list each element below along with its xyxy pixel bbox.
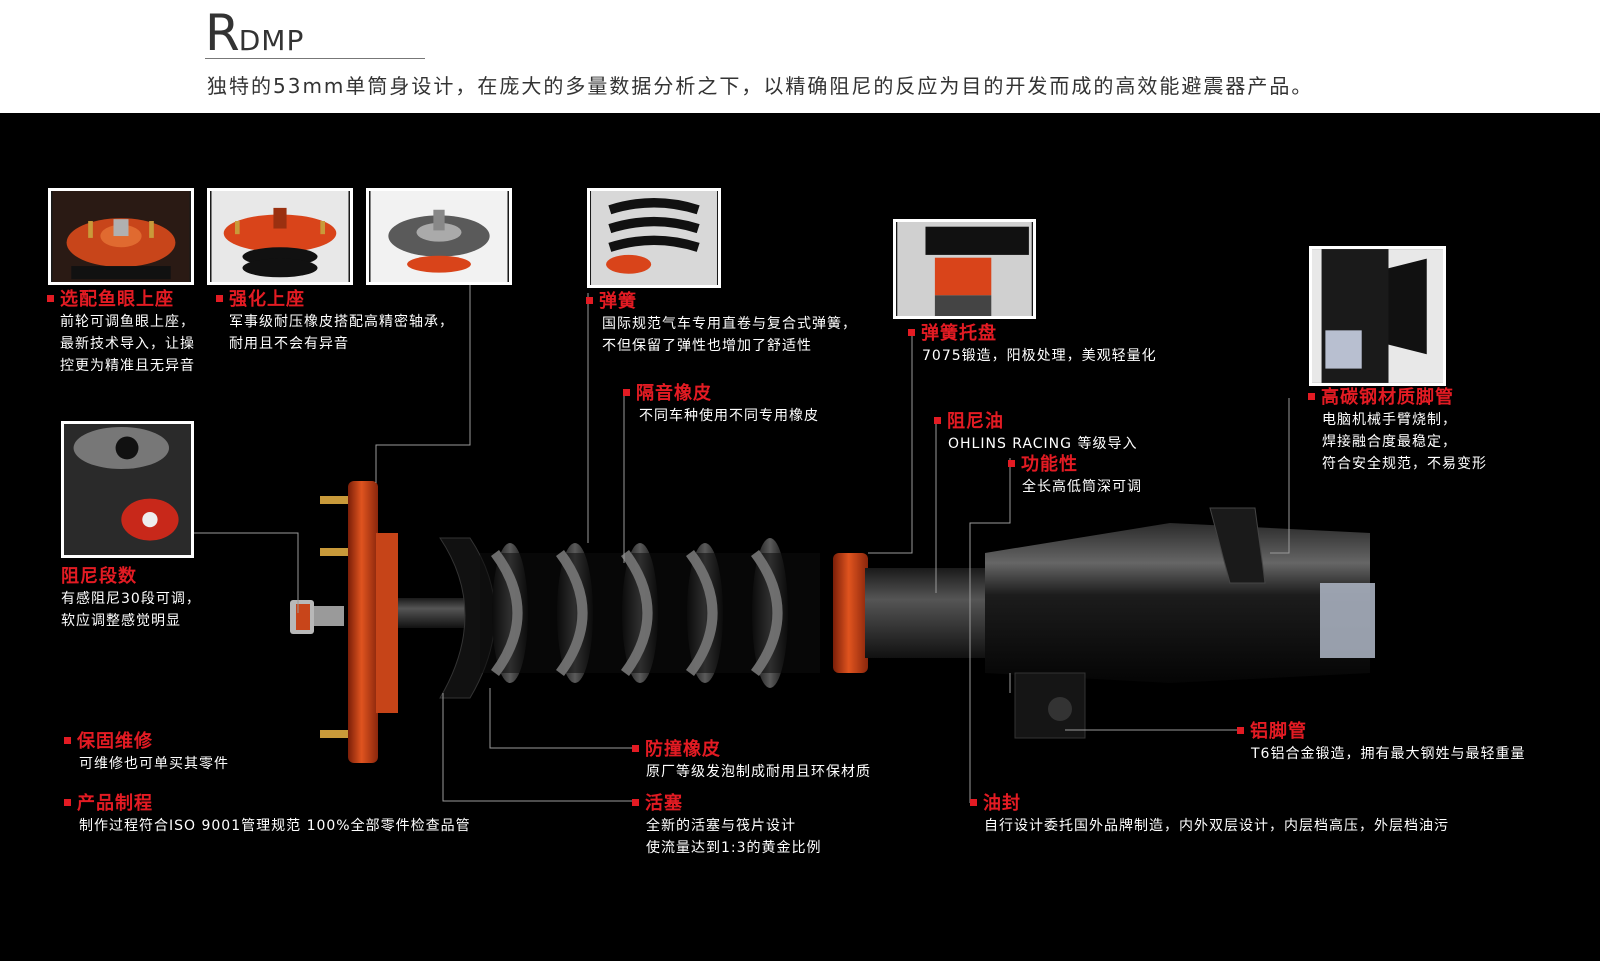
feature-title: 高碳钢材质脚管 [1321,387,1454,408]
photo-fisheye-mount [48,188,194,285]
feature-process: 产品制程 制作过程符合ISO 9001管理规范 100%全部零件检查品管 [64,789,471,837]
feature-title: 铝脚管 [1250,721,1307,742]
photo-spring [587,188,721,288]
feature-desc-1: 全新的活塞与筏片设计 [646,818,796,834]
fisheye-mount-icon [52,191,190,282]
brand-underline [205,58,425,59]
feature-isolator: 隔音橡皮 不同车种使用不同专用橡皮 [623,379,819,427]
feature-desc-3: 控更为精准且无异音 [60,358,195,374]
feature-title: 阻尼段数 [61,566,137,587]
coilover-illustration [290,481,1375,763]
feature-desc-1: 制作过程符合ISO 9001管理规范 100%全部零件检查品管 [79,818,471,834]
feature-desc-1: 国际规范气车专用直卷与复合式弹簧， [602,316,857,332]
feature-desc-2: 焊接融合度最稳定， [1322,434,1457,450]
feature-title: 功能性 [1021,454,1078,475]
feature-desc-1: 电脑机械手臂烧制， [1322,412,1457,428]
photo-spring-seat [893,219,1036,319]
feature-piston: 活塞 全新的活塞与筏片设计 使流量达到1:3的黄金比例 [632,789,822,859]
feature-title: 产品制程 [77,793,153,814]
photo-reinforced-mount [207,188,353,285]
feature-desc-1: 全长高低筒深可调 [1022,479,1142,495]
feature-desc-1: 军事级耐压橡皮搭配高精密轴承， [229,314,454,330]
brand-initial: R [205,4,240,62]
feature-desc-1: 可维修也可单买其零件 [79,756,229,772]
product-stage: 选配鱼眼上座 前轮可调鱼眼上座， 最新技术导入，让操 控更为精准且无异音 强化上… [0,113,1600,961]
feature-title: 防撞橡皮 [645,739,721,760]
feature-desc-2: 不但保留了弹性也增加了舒适性 [602,338,812,354]
feature-bump-rubber: 防撞橡皮 原厂等级发泡制成耐用且环保材质 [632,735,871,783]
photo-damping-adjuster [61,421,194,558]
feature-desc-1: 有感阻尼30段可调， [61,591,201,607]
leader-lines [191,283,1290,803]
feature-desc-1: 7075锻造，阳极处理，美观轻量化 [922,348,1157,364]
feature-desc-2: 使流量达到1:3的黄金比例 [646,840,822,856]
feature-desc-2: 软应调整感觉明显 [61,613,181,629]
feature-title: 隔音橡皮 [636,383,712,404]
feature-aluminum-tube: 铝脚管 T6铝合金锻造，拥有最大钢姓与最轻重量 [1237,717,1525,765]
feature-title: 强化上座 [229,289,305,310]
brand-rest: DMP [238,24,305,57]
feature-title: 保固维修 [77,731,153,752]
feature-damper-oil: 阻尼油 OHLINS RACING 等级导入 [934,407,1137,455]
top-plate-icon [370,191,508,282]
spring-icon [591,191,717,285]
damping-adjuster-icon [64,424,191,555]
photo-top-plate [366,188,512,285]
feature-spring-seat: 弹簧托盘 7075锻造，阳极处理，美观轻量化 [908,319,1157,367]
header: RDMP 独特的53mm单筒身设计，在庞大的多量数据分析之下，以精确阻尼的反应为… [0,0,1600,113]
feature-spring: 弹簧 国际规范气车专用直卷与复合式弹簧， 不但保留了弹性也增加了舒适性 [586,287,857,357]
feature-high-carbon-tube: 高碳钢材质脚管 电脑机械手臂烧制， 焊接融合度最稳定， 符合安全规范，不易变形 [1308,383,1487,475]
steel-tube-icon [1312,249,1443,383]
feature-functionality: 功能性 全长高低筒深可调 [1008,450,1142,498]
feature-desc-3: 符合安全规范，不易变形 [1322,456,1487,472]
feature-warranty: 保固维修 可维修也可单买其零件 [64,727,229,775]
photo-carbon-steel-tube [1309,246,1446,386]
feature-title: 活塞 [645,793,683,814]
feature-reinforced-mount: 强化上座 军事级耐压橡皮搭配高精密轴承， 耐用且不会有异音 [216,285,454,355]
feature-desc-2: 耐用且不会有异音 [229,336,349,352]
feature-desc-1: 自行设计委托国外品牌制造，内外双层设计，内层档高压，外层档油污 [984,818,1449,834]
feature-desc-1: 前轮可调鱼眼上座， [60,314,195,330]
feature-desc-1: 原厂等级发泡制成耐用且环保材质 [646,764,871,780]
feature-title: 阻尼油 [947,411,1004,432]
tagline: 独特的53mm单筒身设计，在庞大的多量数据分析之下，以精确阻尼的反应为目的开发而… [207,74,1314,98]
brand-logo: RDMP [205,4,304,62]
feature-desc-2: 最新技术导入，让操 [60,336,195,352]
reinforced-mount-icon [211,191,349,282]
feature-title: 选配鱼眼上座 [60,289,174,310]
feature-oil-seal: 油封 自行设计委托国外品牌制造，内外双层设计，内层档高压，外层档油污 [970,789,1449,837]
feature-desc-1: T6铝合金锻造，拥有最大钢姓与最轻重量 [1251,746,1526,762]
feature-title: 弹簧 [599,291,637,312]
feature-title: 油封 [983,793,1021,814]
spring-seat-icon [897,222,1032,316]
feature-fisheye-mount: 选配鱼眼上座 前轮可调鱼眼上座， 最新技术导入，让操 控更为精准且无异音 [47,285,195,377]
feature-title: 弹簧托盘 [921,323,997,344]
feature-desc-1: OHLINS RACING 等级导入 [948,436,1138,452]
feature-damping-levels: 阻尼段数 有感阻尼30段可调， 软应调整感觉明显 [61,562,201,632]
feature-desc-1: 不同车种使用不同专用橡皮 [639,408,819,424]
